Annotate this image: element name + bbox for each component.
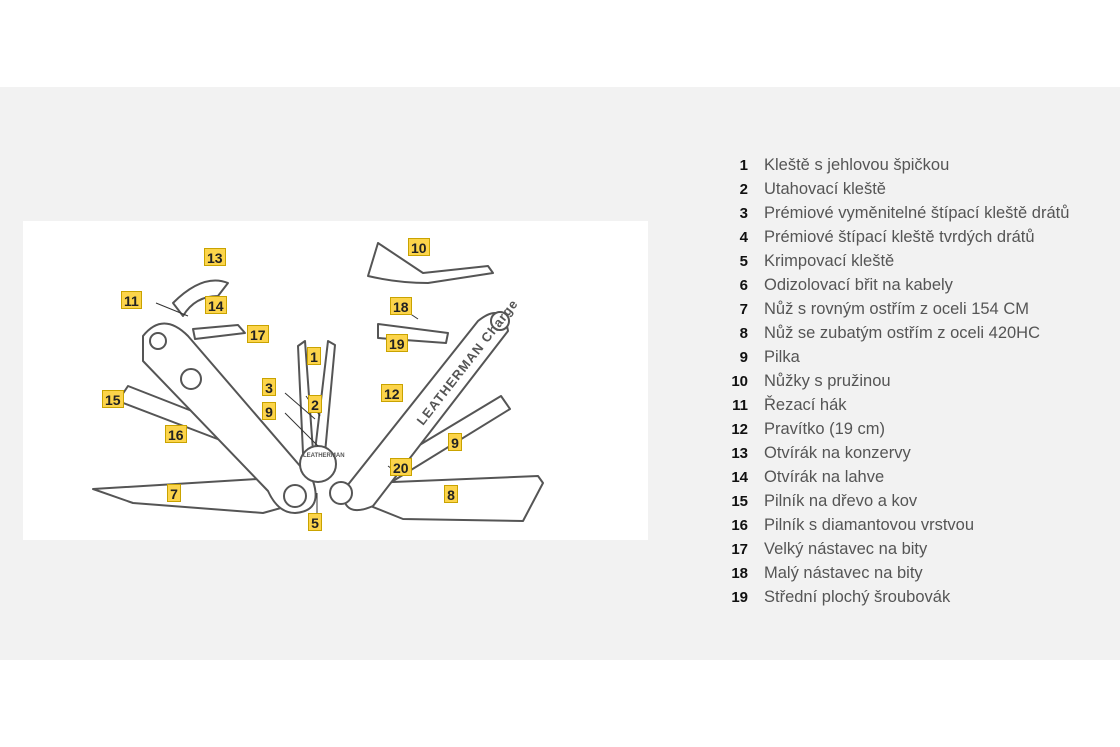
multitool-line-art: LEATHERMAN Charge LEATHERMAN <box>92 242 544 522</box>
legend-item-17: 17 Velký nástavec na bity <box>728 537 1108 561</box>
legend-label: Malý nástavec na bity <box>764 563 923 582</box>
parts-legend: 1 Kleště s jehlovou špičkou 2 Utahovací kle… <box>728 153 1108 609</box>
right-handle <box>342 312 509 511</box>
legend-label: Otvírák na lahve <box>764 467 885 486</box>
left-pivot <box>283 484 307 508</box>
legend-label: Nůž s rovným ostřím z oceli 154 CM <box>764 299 1029 318</box>
legend-item-2: 2 Utahovací kleště <box>728 177 1108 201</box>
handle-hole <box>149 332 167 350</box>
callout-14: 14 <box>205 296 227 314</box>
legend-number: 15 <box>731 492 748 510</box>
legend-item-7: 7 Nůž s rovným ostřím z oceli 154 CM <box>728 297 1108 321</box>
callout-7: 7 <box>167 484 181 502</box>
legend-number: 10 <box>731 372 748 390</box>
legend-item-1: 1 Kleště s jehlovou špičkou <box>728 153 1108 177</box>
legend-item-10: 10 Nůžky s pružinou <box>728 369 1108 393</box>
callout-8: 8 <box>444 485 458 503</box>
legend-item-12: 12 Pravítko (19 cm) <box>728 417 1108 441</box>
callout-2: 2 <box>308 395 322 413</box>
callout-9-left: 9 <box>262 402 276 420</box>
legend-item-13: 13 Otvírák na konzervy <box>728 441 1108 465</box>
straight-knife-blade <box>92 478 289 514</box>
legend-label: Kleště s jehlovou špičkou <box>764 155 950 174</box>
legend-label: Nůžky s pružinou <box>764 371 891 390</box>
legend-item-14: 14 Otvírák na lahve <box>728 465 1108 489</box>
legend-number: 12 <box>731 420 748 438</box>
legend-label: Otvírák na konzervy <box>764 443 911 462</box>
callout-5: 5 <box>308 513 322 531</box>
legend-number: 17 <box>731 540 748 558</box>
can-opener-tool <box>172 279 229 317</box>
legend-number: 1 <box>739 156 748 174</box>
legend-number: 7 <box>739 300 748 318</box>
legend-label: Velký nástavec na bity <box>764 539 928 558</box>
callout-18: 18 <box>390 297 412 315</box>
legend-number: 3 <box>739 204 748 222</box>
legend-item-15: 15 Pilník na dřevo a kov <box>728 489 1108 513</box>
legend-item-5: 5 Krimpovací kleště <box>728 249 1108 273</box>
callout-9-right: 9 <box>448 433 462 451</box>
lanyard-ring <box>490 311 510 331</box>
opener-ring <box>180 368 202 390</box>
legend-item-16: 16 Pilník s diamantovou vrstvou <box>728 513 1108 537</box>
multitool-diagram: LEATHERMAN Charge LEATHERMAN 13 11 14 17… <box>23 221 648 540</box>
legend-item-3: 3 Prémiové vyměnitelné štípací kleště drá… <box>728 201 1108 225</box>
pliers-pivot <box>299 445 337 483</box>
legend-label: Řezací hák <box>764 395 847 414</box>
legend-label: Krimpovací kleště <box>764 251 895 270</box>
callout-20: 20 <box>390 458 412 476</box>
bit-driver-tool <box>192 324 246 340</box>
legend-label: Pilník s diamantovou vrstvou <box>764 515 975 534</box>
legend-item-4: 4 Prémiové štípací kleště tvrdých drátů <box>728 225 1108 249</box>
legend-number: 2 <box>739 180 748 198</box>
legend-number: 18 <box>731 564 748 582</box>
callout-10: 10 <box>408 238 430 256</box>
pivot-engraving: LEATHERMAN <box>303 453 345 459</box>
callout-3: 3 <box>262 378 276 396</box>
legend-number: 16 <box>731 516 748 534</box>
callout-11: 11 <box>121 291 142 309</box>
legend-item-11: 11 Řezací hák <box>728 393 1108 417</box>
callout-17: 17 <box>247 325 269 343</box>
legend-number: 6 <box>739 276 748 294</box>
callout-15: 15 <box>102 390 124 408</box>
legend-number: 8 <box>739 324 748 342</box>
legend-label: Pilník na dřevo a kov <box>764 491 918 510</box>
callout-12: 12 <box>381 384 403 402</box>
right-pivot <box>329 481 353 505</box>
legend-label: Pravítko (19 cm) <box>764 419 886 438</box>
legend-item-18: 18 Malý nástavec na bity <box>728 561 1108 585</box>
legend-item-9: 9 Pilka <box>728 345 1108 369</box>
callout-16: 16 <box>165 425 187 443</box>
legend-item-6: 6 Odizolovací břit na kabely <box>728 273 1108 297</box>
legend-number: 11 <box>732 396 748 414</box>
legend-label: Utahovací kleště <box>764 179 886 198</box>
legend-label: Nůž se zubatým ostřím z oceli 420HC <box>764 323 1041 342</box>
callout-1: 1 <box>307 347 321 365</box>
legend-label: Prémiové vyměnitelné štípací kleště drát… <box>764 203 1070 222</box>
legend-number: 14 <box>731 468 748 486</box>
scissors-tool <box>367 242 494 284</box>
callout-19: 19 <box>386 334 408 352</box>
legend-number: 5 <box>739 252 748 270</box>
legend-item-19: 19 Střední plochý šroubovák <box>728 585 1108 609</box>
legend-number: 19 <box>731 588 748 606</box>
legend-label: Střední plochý šroubovák <box>764 587 951 606</box>
legend-number: 4 <box>739 228 748 246</box>
legend-label: Odizolovací břit na kabely <box>764 275 953 294</box>
legend-number: 9 <box>739 348 748 366</box>
legend-number: 13 <box>731 444 748 462</box>
callout-13: 13 <box>204 248 226 266</box>
legend-item-8: 8 Nůž se zubatým ostřím z oceli 420HC <box>728 321 1108 345</box>
legend-label: Pilka <box>764 347 800 366</box>
legend-label: Prémiové štípací kleště tvrdých drátů <box>764 227 1035 246</box>
